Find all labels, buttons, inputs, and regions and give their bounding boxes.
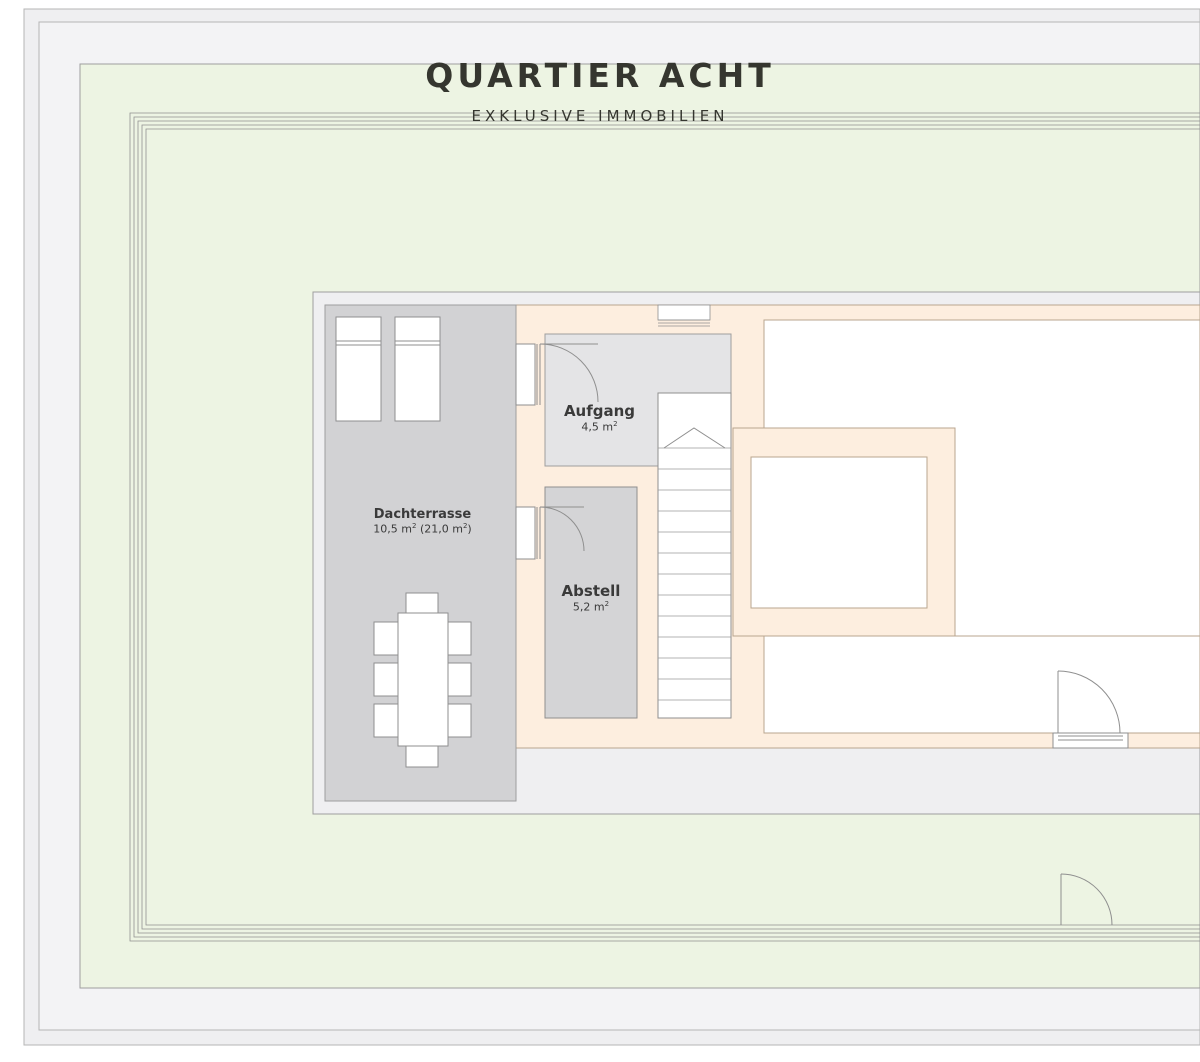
sun-lounger-left bbox=[335, 316, 382, 422]
door-aufgang bbox=[515, 343, 599, 406]
storage-floor bbox=[544, 486, 638, 719]
window-top bbox=[657, 304, 711, 327]
room-name: Abstell bbox=[561, 582, 621, 600]
staircase bbox=[657, 392, 732, 719]
room-area: 5,2 m2 bbox=[572, 600, 610, 614]
sun-lounger-right bbox=[394, 316, 441, 422]
dining-set bbox=[373, 592, 472, 768]
logo-title: QUARTIER ACHT bbox=[425, 56, 775, 95]
room-label-aufgang: Aufgang 4,5 m2 bbox=[548, 402, 651, 434]
room-area: 4,5 m2 bbox=[581, 420, 618, 434]
room-white-bottom bbox=[763, 635, 1200, 734]
door-right bbox=[1052, 670, 1129, 749]
room-label-abstell: Abstell 5,2 m2 bbox=[545, 582, 637, 614]
room-name: Aufgang bbox=[563, 402, 636, 420]
inner-room bbox=[750, 456, 928, 609]
room-label-dachterrasse: Dachterrasse 10,5 m2 (21,0 m2) bbox=[340, 507, 505, 536]
room-name: Dachterrasse bbox=[373, 507, 472, 522]
room-area: 10,5 m2 (21,0 m2) bbox=[373, 522, 472, 536]
logo-subtitle: EXKLUSIVE IMMOBILIEN bbox=[471, 107, 729, 125]
parapet-lines bbox=[129, 112, 1200, 942]
door-abstell bbox=[515, 506, 585, 560]
door-roof-exit bbox=[1060, 873, 1113, 926]
